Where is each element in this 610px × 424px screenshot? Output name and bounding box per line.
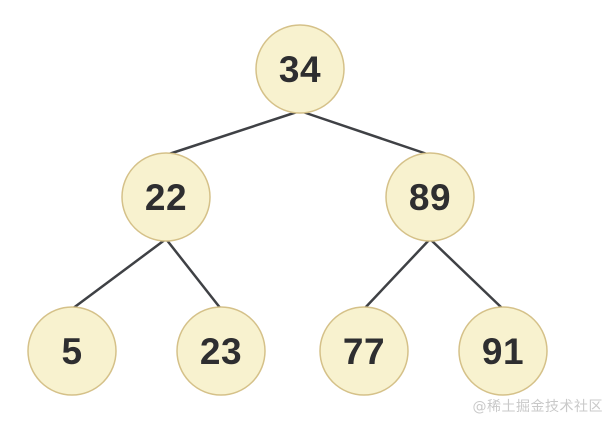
tree-node-91: 91 bbox=[458, 306, 548, 396]
tree-edge-89-91 bbox=[428, 237, 505, 311]
tree-node-5: 5 bbox=[27, 306, 117, 396]
tree-node-label: 22 bbox=[145, 177, 187, 218]
tree-node-circle bbox=[385, 152, 475, 242]
tree-edge-22-5 bbox=[70, 237, 168, 311]
tree-edge-89-77 bbox=[362, 237, 432, 311]
tree-node-89: 89 bbox=[385, 152, 475, 242]
tree-node-circle bbox=[319, 306, 409, 396]
tree-node-circle bbox=[121, 152, 211, 242]
tree-node-label: 5 bbox=[61, 331, 82, 372]
watermark: @稀土掘金技术社区 bbox=[472, 399, 603, 415]
tree-node-label: 89 bbox=[409, 177, 451, 218]
tree-node-22: 22 bbox=[121, 152, 211, 242]
tree-node-circle bbox=[255, 24, 345, 114]
tree-node-23: 23 bbox=[176, 306, 266, 396]
tree-edge-22-23 bbox=[164, 237, 223, 311]
tree-edge-34-22 bbox=[164, 109, 302, 157]
tree-node-label: 23 bbox=[200, 331, 242, 372]
tree-node-77: 77 bbox=[319, 306, 409, 396]
tree-node-label: 34 bbox=[279, 49, 321, 90]
tree-node-circle bbox=[458, 306, 548, 396]
tree-node-label: 91 bbox=[482, 331, 524, 372]
tree-node-label: 77 bbox=[343, 331, 385, 372]
tree-node-34: 34 bbox=[255, 24, 345, 114]
tree-edge-34-89 bbox=[298, 109, 432, 157]
tree-node-circle bbox=[27, 306, 117, 396]
tree-node-circle bbox=[176, 306, 266, 396]
